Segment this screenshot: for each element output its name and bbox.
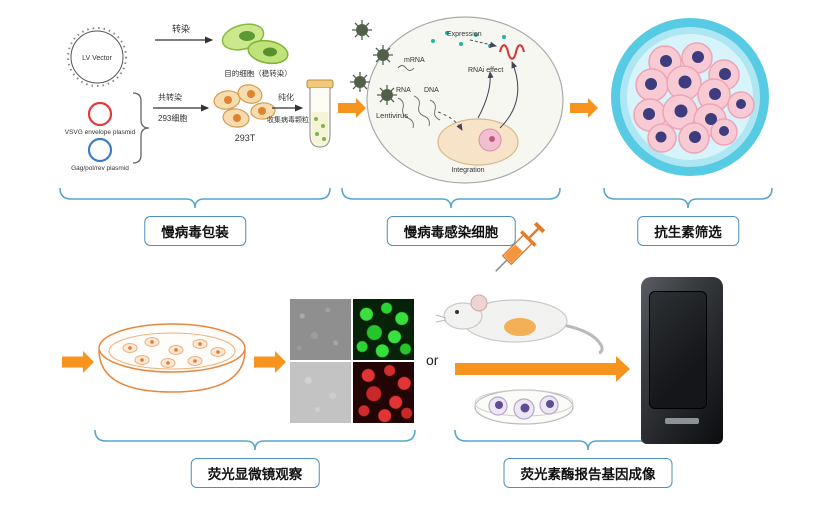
dna-squiggle [413,95,430,127]
host-cell [437,118,519,166]
gagpol-plasmid-label: Gag/pol/rev plasmid [71,165,129,172]
brace-selection [603,187,773,209]
dna-label: DNA [424,87,439,94]
lv-vector-label: LV Vector [82,55,113,62]
virion-icon [376,84,398,106]
gagpol-plasmid: Gag/pol/rev plasmid [71,137,129,172]
gfp-panel [353,299,414,360]
flow-arrow-2 [570,98,598,118]
flow-arrow-1 [338,98,366,118]
mrna-label: mRNA [404,57,425,64]
brace-microscope [94,429,416,451]
brightfield-panel-2 [290,362,351,423]
step-label-packaging: 慢病毒包装 [144,216,246,246]
stable-transfected-cells [221,23,289,65]
dna-squiggle-2 [429,99,441,121]
mouse-icon [435,294,604,355]
step-label-infection: 慢病毒感染细胞 [386,216,516,246]
virion-icon [351,19,373,41]
step-label-selection: 抗生素筛选 [637,216,739,246]
imaging-machine [641,277,723,444]
syringe-icon [495,221,546,272]
selection-dish [611,18,769,176]
flow-arrow-5 [455,356,630,382]
flow-arrow-3 [62,351,94,373]
lentivirus-label: Lentivirus [376,111,408,120]
brace-infection [341,187,561,209]
infection-diagram: Expression mRNA RNAi effect RNA DNA Lent… [349,16,564,184]
cotransfection-label-1: 共转染 [158,92,182,102]
brace-packaging [59,187,331,209]
lv-vector-plasmid: LV Vector [67,27,127,87]
flow-arrow-4 [254,351,286,373]
rna-squiggle [397,97,414,129]
cells-293t-label: 293T [235,133,256,143]
integration-label: Integration [451,167,484,174]
rnai-effect-label: RNAi effect [468,67,503,74]
sketch-cell-dots [128,340,220,365]
protein-coil [499,44,525,60]
step-label-imaging: 荧光素酶报告基因成像 [503,458,673,488]
sirna-marks [431,31,506,48]
brightfield-panel-1 [290,299,351,360]
virus-collection-tube [306,79,334,148]
cotransfection-label-2: 293细胞 [158,113,187,123]
machine-slot [665,418,699,424]
plasmid-group-brace [132,92,150,164]
vsvg-plasmid: VSVG envelope plasmid [65,101,136,136]
fluorescence-panels [290,299,414,423]
integration-arrow-1 [499,61,519,129]
rna-label: RNA [396,87,411,94]
cell-nuclei [643,51,746,143]
expression-label: Expression [447,31,482,38]
virion-icon [372,44,394,66]
top-braces [59,187,773,209]
or-text: or [426,352,439,368]
vsvg-plasmid-label: VSVG envelope plasmid [65,129,136,136]
purify-label-1: 纯化 [278,92,294,102]
reporter-cell-nuclei [495,400,554,413]
transfection-label: 转染 [172,23,190,34]
integration-arrow-2 [477,71,494,119]
cells-293t [213,84,276,128]
purify-label-2: 收集病毒颗粒 [267,115,309,124]
step-label-microscope: 荧光显微镜观察 [190,458,320,488]
machine-door [649,291,707,409]
culture-dish-sketch [98,323,246,393]
target-cells-label: 目的细胞（稳转染） [224,68,292,78]
reporter-dish [474,389,574,425]
bottom-braces [94,429,723,451]
rfp-panel [353,362,414,423]
virion-icon [349,71,371,93]
